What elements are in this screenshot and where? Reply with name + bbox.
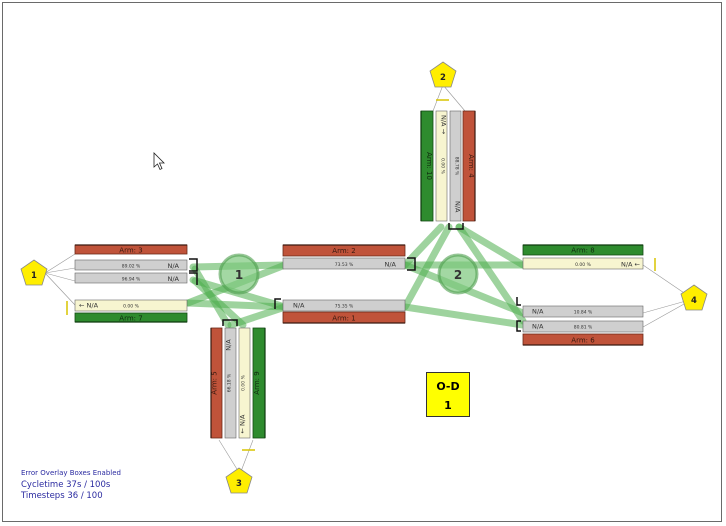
arm-3-label: Arm: 3 [119, 247, 142, 255]
lane-na: N/A [532, 308, 544, 316]
lane-pct: 80.81 % [574, 325, 593, 331]
zone-1-label: 1 [31, 271, 37, 281]
lane-pct: 75.35 % [335, 304, 354, 310]
detector-ticks [66, 99, 656, 451]
arm-9[interactable]: 0.00 % ← N/A Arm: 9 [239, 327, 266, 439]
zone-1[interactable]: 1 [20, 259, 48, 286]
arm-1-label: Arm: 1 [332, 315, 355, 323]
lane-pct: 96.94 % [122, 277, 141, 283]
arm-2-label: Arm: 2 [332, 247, 355, 255]
arm-1[interactable]: N/A 75.35 % Arm: 1 [282, 299, 406, 324]
arm-6[interactable]: N/A 10.84 % N/A 80.81 % Arm: 6 [522, 305, 644, 346]
zone-3-label: 3 [236, 479, 242, 489]
arm-9-label: Arm: 9 [253, 371, 261, 394]
lane-na: N/A [532, 323, 544, 331]
arm-8[interactable]: Arm: 8 0.00 % N/A ← [522, 244, 644, 270]
mouse-cursor-icon [153, 152, 165, 171]
lane-na: N/A [385, 261, 397, 269]
stop-line-markers [189, 223, 521, 332]
arm-6-label: Arm: 6 [571, 337, 595, 345]
lane-na: ← N/A [79, 302, 99, 310]
arm-10-label: Arm: 10 [425, 152, 433, 180]
lane-na: N/A ← [621, 261, 641, 269]
arm-8-label: Arm: 8 [571, 247, 594, 255]
lane-na: N/A [168, 275, 180, 283]
timesteps-status: Timesteps 36 / 100 [21, 491, 103, 501]
lane-na: N/A [168, 262, 180, 270]
zone-2-label: 2 [440, 73, 446, 83]
lane-pct: 0.00 % [123, 304, 139, 310]
arm-3[interactable]: Arm: 3 89.02 % N/A 96.94 % N/A [74, 244, 188, 284]
lane-pct: 0.00 % [440, 158, 446, 174]
arm-4-label: Arm: 4 [467, 154, 475, 178]
lane-na: N/A → [440, 115, 448, 135]
od-box-number: 1 [444, 399, 452, 412]
overlay-status: Error Overlay Boxes Enabled [21, 469, 121, 477]
lane-pct: 89.02 % [122, 264, 141, 270]
junction-2-label: 2 [454, 268, 462, 282]
arm-5[interactable]: Arm: 5 N/A 66.18 % [210, 327, 237, 439]
network-diagram: 1 2 Arm: 3 89.02 % N/A 96.94 % N/A ← N/A… [20, 61, 708, 494]
lane-na: ← N/A [239, 414, 247, 434]
lane-pct: 73.53 % [335, 262, 354, 268]
arm-2[interactable]: Arm: 2 73.53 % N/A [282, 244, 406, 270]
lane-pct: 66.18 % [227, 373, 233, 392]
lane-pct: 88.78 % [454, 157, 460, 176]
arm-5-label: Arm: 5 [211, 371, 219, 394]
od-matrix-box[interactable]: O-D 1 [426, 372, 470, 417]
lane-na: N/A [225, 339, 233, 351]
zone-2[interactable]: 2 [429, 61, 457, 88]
arm-4[interactable]: 88.78 % N/A Arm: 4 [449, 110, 476, 222]
lane-pct: 0.00 % [575, 262, 591, 268]
junction-1[interactable]: 1 [218, 253, 260, 295]
lane-na: N/A [454, 201, 462, 213]
junction-2[interactable]: 2 [437, 253, 479, 295]
arm-7[interactable]: ← N/A 0.00 % Arm: 7 [74, 299, 188, 323]
status-panel: Error Overlay Boxes Enabled Cycletime 37… [21, 469, 121, 502]
junction-1-label: 1 [235, 268, 243, 282]
zone-4[interactable]: 4 [680, 284, 708, 311]
zone-4-label: 4 [691, 296, 697, 306]
arm-7-label: Arm: 7 [119, 315, 142, 323]
lane-pct: 0.00 % [241, 374, 247, 390]
lane-na: N/A [293, 302, 305, 310]
od-box-title: O-D [436, 380, 460, 393]
arm-10[interactable]: Arm: 10 N/A → 0.00 % [420, 110, 448, 222]
zone-3[interactable]: 3 [225, 467, 253, 494]
cycletime-status: Cycletime 37s / 100s [21, 480, 111, 490]
lane-pct: 10.84 % [574, 310, 593, 316]
